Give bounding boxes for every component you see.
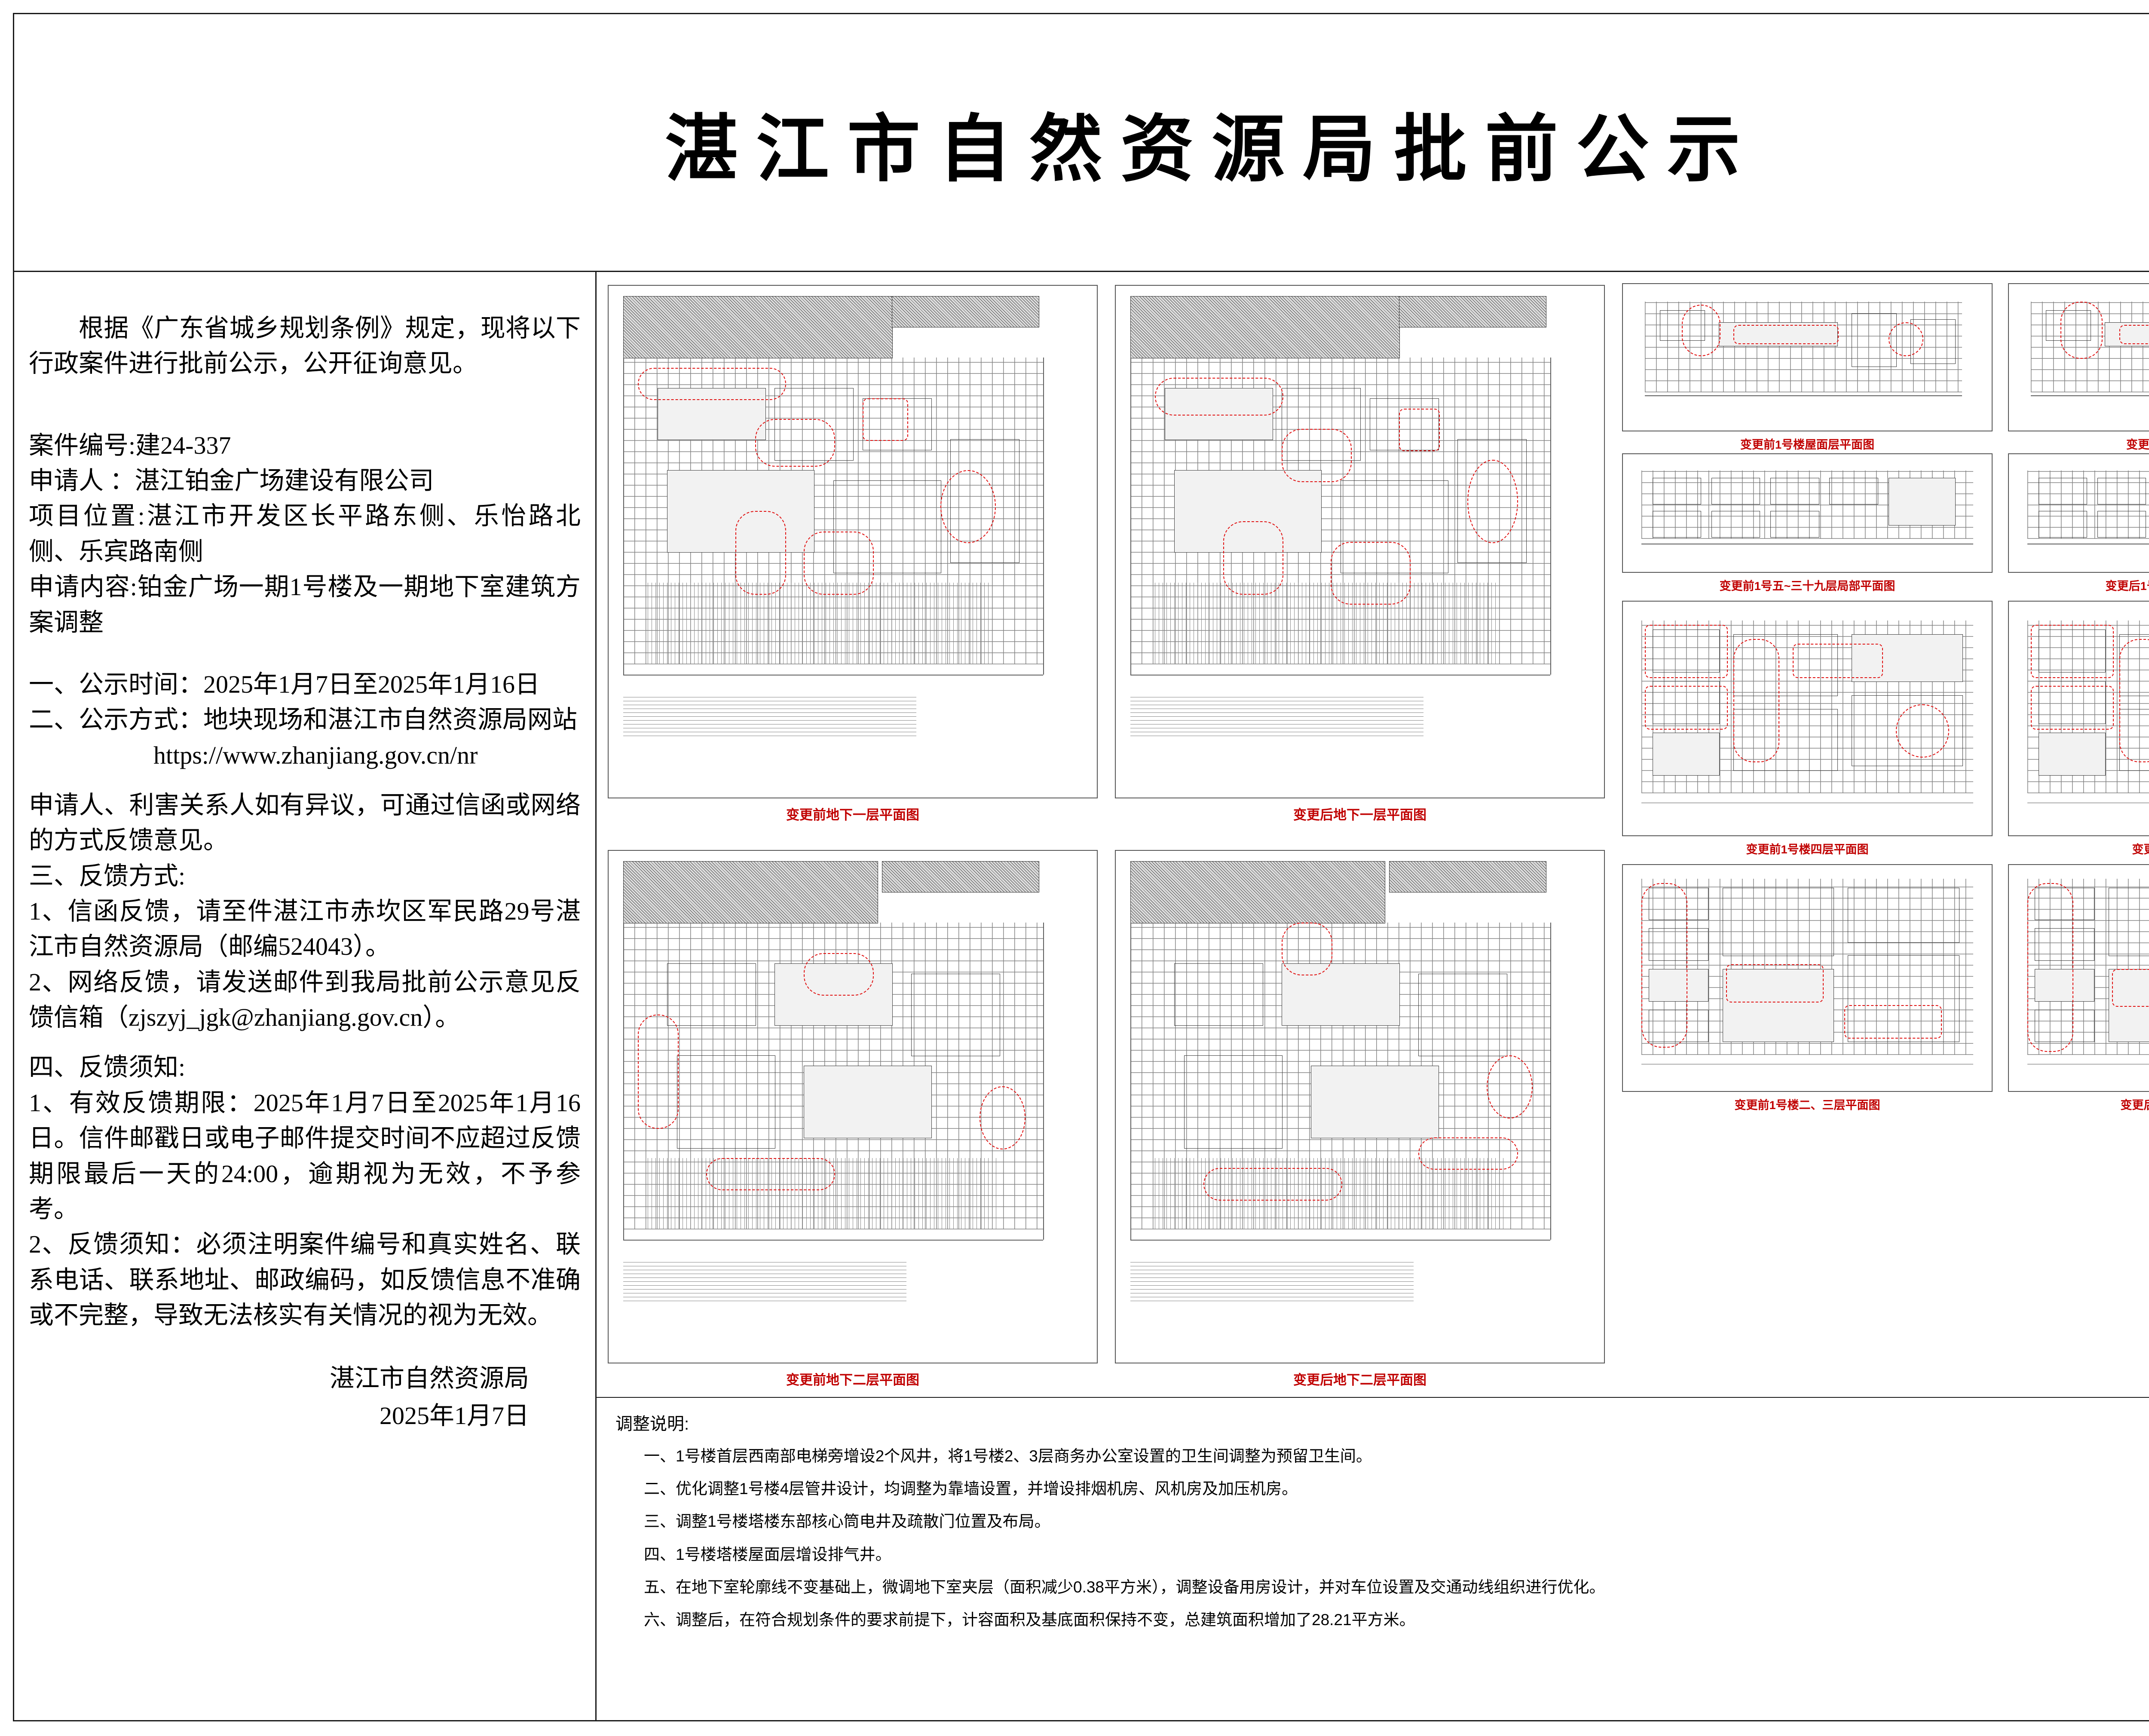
note-item-5: 五、在地下室轮廓线不变基础上，微调地下室夹层（面积减少0.38平方米），调整设备… (644, 1578, 1605, 1596)
plan-drawing-small-7 (1622, 864, 1993, 1092)
field-applicant: 申请人 ：湛江铂金广场建设有限公司 (29, 463, 581, 498)
plan-card-large-1[interactable]: 变更前地下一层平面图 (608, 285, 1098, 823)
notice-item-3-heading: 三、反馈方式: (29, 862, 186, 890)
notice-column: 根据《广东省城乡规划条例》规定，现将以下行政案件进行批前公示，公开征询意见。 案… (14, 272, 597, 1720)
plan-card-large-2[interactable]: 变更后地下一层平面图 (1115, 285, 1605, 823)
notice-item-2: 二、公示方式：地块现场和湛江市自然资源局网站 (29, 702, 581, 737)
plan-caption-large-2: 变更后地下一层平面图 (1293, 807, 1427, 822)
field-applicant-label: 申请人 ： (29, 467, 135, 495)
note-item-4: 四、1号楼塔楼屋面层增设排气井。 (644, 1545, 891, 1563)
notice-item-2-label: 二、公示方式：地块现场和湛江市自然资源局网站 (29, 706, 578, 734)
plan-caption-large-1: 变更前地下一层平面图 (786, 807, 919, 822)
small-plans-block: 变更前1号楼屋面层平面图 (1622, 281, 2149, 1393)
notice-item-4-2: 2、反馈须知：必须注明案件编号和真实姓名、联系电话、联系地址、邮政编码，如反馈信… (29, 1230, 581, 1329)
plans-area: 变更前地下一层平面图 (597, 272, 2149, 1398)
notice-item-4-1: 1、有效反馈期限：2025年1月7日至2025年1月16日。信件邮戳日或电子邮件… (29, 1088, 581, 1223)
plan-caption-small-1: 变更前1号楼屋面层平面图 (1740, 438, 1874, 451)
plan-card-small-4[interactable]: 变更后1号五~三十九层局部平面图 (2008, 453, 2149, 593)
plan-drawing-small-2 (2008, 283, 2149, 431)
notes-heading: 调整说明: (615, 1415, 689, 1433)
field-location-value: 湛江市开发区长平路东侧、乐怡路北侧、乐宾路南侧 (29, 502, 581, 565)
signature-organization: 湛江市自然资源局 (329, 1364, 529, 1393)
plan-card-small-8[interactable]: 变更后1号楼二、三层平面图 (2008, 864, 2149, 1113)
field-content-value: 铂金广场一期1号楼及一期地下室建筑方案调整 (29, 573, 581, 636)
plan-drawing-large-3 (608, 850, 1098, 1363)
field-case-number-value: 建24-337 (135, 431, 231, 459)
notice-objection-paragraph: 申请人、利害关系人如有异议，可通过信函或网络的方式反馈意见。 (29, 791, 581, 855)
plan-drawing-small-5 (1622, 601, 1993, 836)
plan-drawing-small-8 (2008, 864, 2149, 1092)
plan-card-small-3[interactable]: 变更前1号五~三十九层局部平面图 (1622, 453, 1993, 593)
plan-card-small-5[interactable]: 变更前1号楼四层平面图 (1622, 601, 1993, 857)
plan-drawing-large-1 (608, 285, 1098, 798)
field-content: 申请内容:铂金广场一期1号楼及一期地下室建筑方案调整 (29, 569, 581, 640)
plan-card-small-6[interactable]: 变更后1号楼四层平面图 (2008, 601, 2149, 857)
plan-caption-large-3: 变更前地下二层平面图 (786, 1372, 919, 1388)
field-case-number: 案件编号:建24-337 (29, 428, 581, 463)
plan-drawing-small-3 (1622, 453, 1993, 573)
plan-drawing-large-2 (1115, 285, 1605, 798)
plan-caption-small-5: 变更前1号楼四层平面图 (1746, 843, 1869, 856)
adjustment-notes: 调整说明: 一、1号楼首层西南部电梯旁增设2个风井，将1号楼2、3层商务办公室设… (597, 1398, 2149, 1720)
plan-card-large-3[interactable]: 变更前地下二层平面图 (608, 850, 1098, 1388)
note-item-2: 二、优化调整1号楼4层管井设计，均调整为靠墙设置，并增设排烟机房、风机房及加压机… (644, 1480, 1298, 1498)
plan-drawing-small-1 (1622, 283, 1993, 431)
notice-intro: 根据《广东省城乡规划条例》规定，现将以下行政案件进行批前公示，公开征询意见。 (29, 314, 581, 378)
plan-drawing-small-6 (2008, 601, 2149, 836)
notice-item-1: 一、公示时间：2025年1月7日至2025年1月16日 (29, 670, 540, 698)
note-item-1: 一、1号楼首层西南部电梯旁增设2个风井，将1号楼2、3层商务办公室设置的卫生间调… (644, 1447, 1372, 1465)
plan-caption-small-6: 变更后1号楼四层平面图 (2132, 843, 2149, 856)
field-case-number-label: 案件编号: (29, 431, 136, 459)
plan-card-small-2[interactable]: 变更后1号楼屋面层平面图 (2008, 283, 2149, 452)
notice-item-3-2: 2、网络反馈，请发送邮件到我局批前公示意见反馈信箱（zjszyj_jgk@zha… (29, 968, 581, 1032)
notice-website-url[interactable]: https://www.zhanjiang.gov.cn/nr (153, 741, 478, 769)
note-item-6: 六、调整后，在符合规划条件的要求前提下，计容面积及基底面积保持不变，总建筑面积增… (644, 1611, 1415, 1629)
public-notice-sheet: 湛江市自然资源局批前公示 根据《广东省城乡规划条例》规定，现将以下行政案件进行批… (13, 13, 2149, 1721)
plan-caption-small-4: 变更后1号五~三十九层局部平面图 (2105, 580, 2149, 593)
plan-caption-small-2: 变更后1号楼屋面层平面图 (2126, 438, 2149, 451)
notice-item-3-1: 1、信函反馈，请至件湛江市赤坎区军民路29号湛江市自然资源局（邮编524043）… (29, 897, 581, 961)
field-location-label: 项目位置: (29, 502, 145, 530)
plan-caption-small-7: 变更前1号楼二、三层平面图 (1734, 1099, 1880, 1112)
plan-caption-large-4: 变更后地下二层平面图 (1293, 1372, 1427, 1388)
field-content-label: 申请内容: (29, 573, 137, 601)
field-applicant-value: 湛江铂金广场建设有限公司 (135, 467, 434, 495)
note-item-3: 三、调整1号楼塔楼东部核心筒电井及疏散门位置及布局。 (644, 1513, 1050, 1531)
plan-caption-small-3: 变更前1号五~三十九层局部平面图 (1719, 580, 1895, 593)
plan-card-small-1[interactable]: 变更前1号楼屋面层平面图 (1622, 283, 1993, 452)
field-location: 项目位置:湛江市开发区长平路东侧、乐怡路北侧、乐宾路南侧 (29, 498, 581, 569)
drawings-column: 变更前地下一层平面图 (597, 272, 2149, 1720)
plan-drawing-large-4 (1115, 850, 1605, 1363)
signature-date: 2025年1月7日 (379, 1402, 529, 1430)
plan-card-small-7[interactable]: 变更前1号楼二、三层平面图 (1622, 864, 1993, 1113)
plan-caption-small-8: 变更后1号楼二、三层平面图 (2120, 1099, 2149, 1112)
plan-drawing-small-4 (2008, 453, 2149, 573)
notice-item-4-heading: 四、反馈须知: (29, 1053, 186, 1082)
page-title: 湛江市自然资源局批前公示 (664, 109, 1758, 190)
large-plans-block: 变更前地下一层平面图 (608, 281, 1605, 1393)
title-band: 湛江市自然资源局批前公示 (14, 14, 2149, 272)
plan-card-large-4[interactable]: 变更后地下二层平面图 (1115, 850, 1605, 1388)
